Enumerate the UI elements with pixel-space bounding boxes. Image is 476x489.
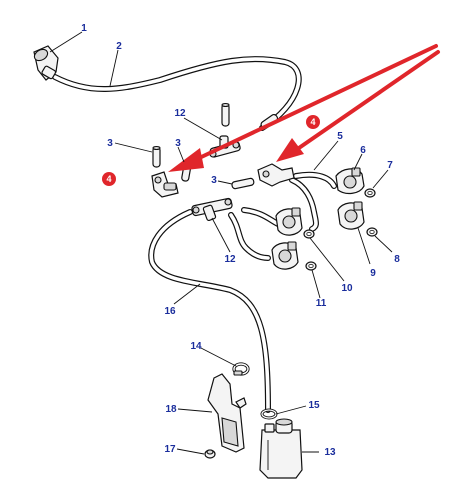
mounting-bracket-18 xyxy=(207,373,247,453)
callout-2: 2 xyxy=(116,41,122,52)
washer-nozzle-upper xyxy=(275,207,303,236)
hose-5b xyxy=(293,171,337,189)
washer-reservoir-13 xyxy=(259,418,303,479)
callout-4-right: 4 xyxy=(310,117,315,127)
callout-8: 8 xyxy=(394,254,400,265)
elbow-connector-1 xyxy=(33,45,59,81)
o-ring-7 xyxy=(364,188,376,198)
hose-5 xyxy=(289,177,319,232)
hose-clamp-14 xyxy=(232,362,250,376)
washer-nozzle-6 xyxy=(335,167,365,195)
washer-nozzle-10 xyxy=(271,241,299,270)
callout-7: 7 xyxy=(387,160,393,171)
highlight-arrow-1 xyxy=(168,44,438,172)
callout-10: 10 xyxy=(341,283,353,294)
callout-11: 11 xyxy=(316,298,327,309)
badge-4-right: 4 xyxy=(306,115,320,129)
hose-short-b xyxy=(241,207,281,227)
callout-12-lower: 12 xyxy=(224,254,236,265)
tube-3-left xyxy=(152,145,161,168)
callout-4-left: 4 xyxy=(106,174,111,184)
tube-top xyxy=(221,102,230,127)
t-connector-12-lower xyxy=(191,197,233,221)
cap-17 xyxy=(204,449,216,459)
hose-2 xyxy=(52,56,302,131)
o-ring-10 xyxy=(303,229,315,239)
callout-18: 18 xyxy=(165,404,177,415)
callout-16: 16 xyxy=(164,306,176,317)
callout-13: 13 xyxy=(324,447,336,458)
callout-3-left: 3 xyxy=(107,138,113,149)
tube-3-right xyxy=(231,177,255,190)
callout-1: 1 xyxy=(81,23,87,34)
callout-12-upper: 12 xyxy=(174,108,186,119)
callout-labels: 1 2 12 3 3 3 5 6 7 8 9 10 11 12 16 14 18… xyxy=(81,23,400,458)
callout-14: 14 xyxy=(190,341,202,352)
angle-fitting-4-left xyxy=(151,171,179,198)
callout-17: 17 xyxy=(164,444,176,455)
hose-short-a xyxy=(228,212,271,261)
callout-3-right: 3 xyxy=(211,175,217,186)
highlight-arrow-2 xyxy=(276,50,440,162)
callout-5: 5 xyxy=(337,131,343,142)
angle-fitting-4-right xyxy=(257,163,295,187)
washer-nozzle-9 xyxy=(337,201,365,230)
o-ring-11 xyxy=(305,261,317,271)
leader-lines xyxy=(49,31,393,455)
callout-6: 6 xyxy=(360,145,366,156)
hose-16 xyxy=(148,209,271,413)
callout-15: 15 xyxy=(308,400,320,411)
o-ring-8 xyxy=(366,227,378,237)
callout-3-mid: 3 xyxy=(175,138,181,149)
hose-clamp-15 xyxy=(260,408,278,420)
callout-9: 9 xyxy=(370,268,376,279)
badge-4-left: 4 xyxy=(102,172,116,186)
